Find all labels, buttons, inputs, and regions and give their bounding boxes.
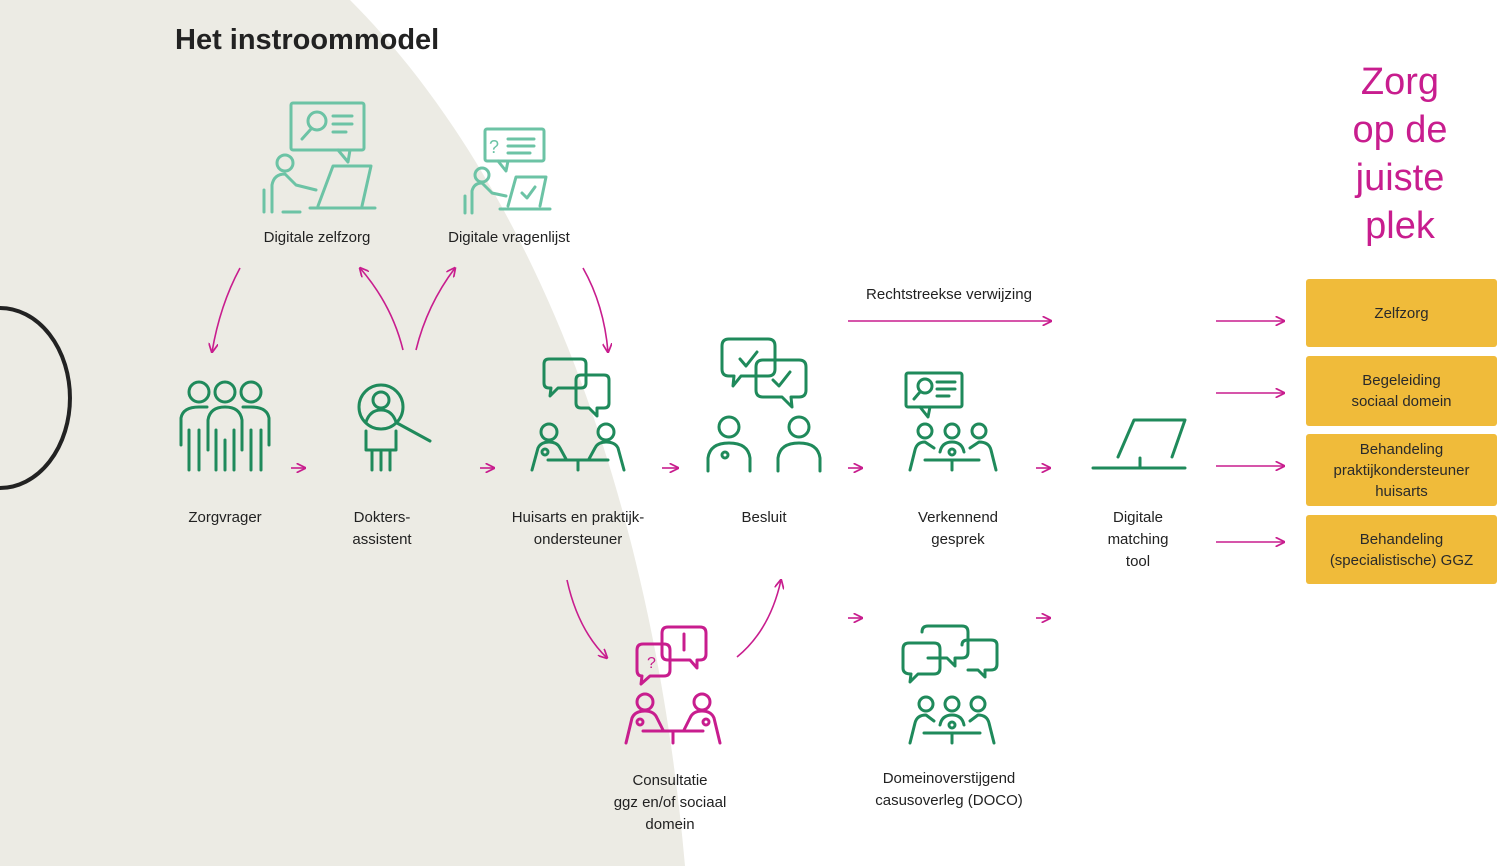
label-verkennend-gesprek: Verkennend gesprek bbox=[917, 509, 999, 548]
laptop-consult-icon bbox=[262, 101, 377, 214]
svg-text:?: ? bbox=[489, 137, 499, 157]
group-icon bbox=[179, 380, 271, 472]
outcome-begeleiding: Begeleiding sociaal domein bbox=[1306, 356, 1497, 426]
consultation-icon: ? bbox=[624, 625, 722, 745]
meeting-icon bbox=[904, 371, 998, 472]
arrow-assistent-to-zelfzorg bbox=[360, 268, 404, 351]
arrow-consultatie-to-besluit bbox=[736, 580, 781, 658]
search-person-icon bbox=[357, 383, 432, 472]
label-consultatie: Consultatie ggz en/of sociaal domein bbox=[613, 772, 727, 833]
flow-arrows bbox=[212, 268, 1284, 658]
decision-icon bbox=[706, 337, 822, 473]
outcome-zelfzorg: Zelfzorg bbox=[1306, 279, 1497, 347]
label-digitale-matching-tool: Digitale matching tool bbox=[1107, 509, 1169, 570]
label-doco: Domeinoverstijgend casusoverleg (DOCO) bbox=[875, 770, 1023, 809]
arrow-huisarts-to-consultatie bbox=[566, 579, 607, 658]
laptop-icon bbox=[1091, 418, 1187, 470]
svg-text:?: ? bbox=[647, 655, 656, 672]
label-rechtstreekse-verwijzing: Rechtstreekse verwijzing bbox=[866, 286, 1032, 303]
label-huisarts: Huisarts en praktijk- ondersteuner bbox=[511, 509, 645, 548]
label-zorgvrager: Zorgvrager bbox=[188, 509, 262, 526]
headline-zorg-op-de-juiste-plek: Zorg op de juiste plek bbox=[1352, 61, 1448, 247]
label-digitale-vragenlijst: Digitale vragenlijst bbox=[448, 229, 570, 246]
arrow-zelfzorg-to-zorgvrager bbox=[212, 267, 241, 352]
page-title: Het instroommodel bbox=[175, 24, 440, 56]
arrow-assistent-to-vragenlijst bbox=[415, 268, 455, 351]
outcome-behandeling-poh: Behandeling praktijkondersteuner huisart… bbox=[1306, 434, 1497, 506]
label-digitale-zelfzorg: Digitale zelfzorg bbox=[263, 229, 371, 246]
conversation-icon bbox=[530, 357, 626, 472]
questionnaire-icon: ? bbox=[463, 127, 552, 215]
arrow-vragenlijst-to-huisarts bbox=[582, 267, 608, 352]
outcome-behandeling-ggz: Behandeling (specialistische) GGZ bbox=[1306, 515, 1497, 584]
casus-meeting-icon bbox=[901, 624, 999, 745]
label-besluit: Besluit bbox=[741, 509, 787, 526]
background-shape bbox=[0, 0, 685, 866]
label-doktersassistent: Dokters- assistent bbox=[352, 509, 412, 548]
edge-circle bbox=[0, 306, 72, 490]
